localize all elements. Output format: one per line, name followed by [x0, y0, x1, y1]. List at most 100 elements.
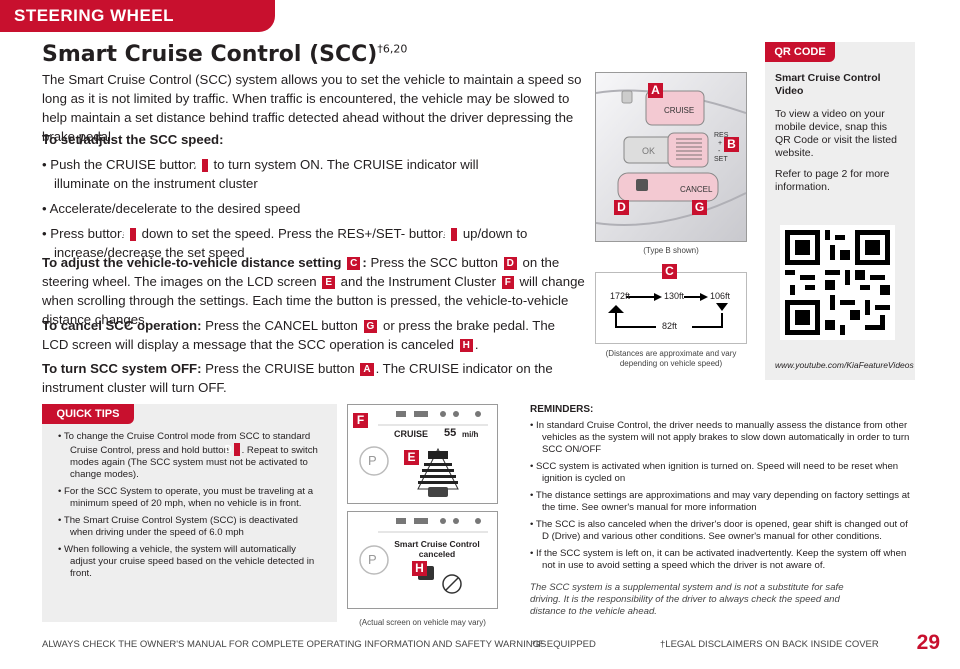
- res-label: RES: [714, 132, 729, 139]
- quick-tips-list: • To change the Cruise Control mode from…: [58, 431, 323, 580]
- reminder-text: The distance settings are approximations…: [535, 490, 910, 513]
- badge-b: B: [121, 228, 136, 241]
- qr-text-1: To view a video on your mobile device, s…: [775, 108, 897, 159]
- intro-paragraph: The Smart Cruise Control (SCC) system al…: [42, 72, 582, 144]
- tip-text: For the SCC System to operate, you must …: [64, 486, 314, 509]
- badge-b-marker: B: [724, 137, 739, 152]
- reminder-item: • The distance settings are approximatio…: [530, 490, 910, 513]
- badge-a: A: [360, 363, 374, 376]
- gear-indicator: P: [368, 552, 377, 567]
- steering-caption: (Type B shown): [643, 246, 699, 255]
- reminders-note: The SCC system is a supplemental system …: [530, 582, 844, 617]
- badge-b: B: [442, 228, 458, 241]
- badge-e: E: [322, 276, 335, 289]
- colon: :: [362, 255, 367, 270]
- distance-172: 172ft: [610, 291, 631, 301]
- distance-106: 106ft: [710, 291, 731, 301]
- distance-caption: (Distances are approximate and vary depe…: [595, 349, 747, 369]
- quick-tip-2: • For the SCC System to operate, you mus…: [58, 486, 314, 509]
- cancel-section: To cancel SCC operation: Press the CANCE…: [42, 316, 562, 354]
- cancel-button-label: CANCEL: [680, 185, 713, 194]
- page-title: Smart Cruise Control (SCC)†6,20: [42, 42, 407, 67]
- tip-text: The Smart Cruise Control System (SCC) is…: [63, 515, 298, 538]
- steering-wheel-image: CRUISE OK RES + - SET CANCEL A B D G: [595, 72, 747, 242]
- cancel-message: Smart Cruise Control canceled: [392, 539, 482, 559]
- ok-button-label: OK: [642, 146, 655, 156]
- quick-tip-4: • When following a vehicle, the system w…: [58, 544, 315, 579]
- text: Press the CRUISE button: [201, 361, 359, 376]
- qr-code-image[interactable]: [780, 225, 895, 340]
- reminder-item: • SCC system is activated when ignition …: [530, 461, 899, 484]
- set-adjust-section: To set/adjust the SCC speed: • Push the …: [42, 130, 587, 262]
- set-speed: 55: [444, 427, 457, 439]
- badge-g-marker: G: [692, 200, 707, 215]
- qr-tab: QR CODE: [765, 42, 835, 62]
- cluster-screen-1: P CRUISE 55 mi/h: [347, 404, 498, 504]
- screens-caption: (Actual screen on vehicle may vary): [359, 618, 486, 627]
- badge-e-marker: E: [404, 450, 419, 465]
- section-header: STEERING WHEEL CONTROLS: [0, 0, 275, 57]
- text: .: [474, 337, 479, 352]
- badge-g: G: [363, 320, 378, 333]
- plus-label: +: [718, 140, 722, 147]
- quick-tip-3: • The Smart Cruise Control System (SCC) …: [58, 515, 298, 538]
- badge-f-marker: F: [353, 413, 368, 428]
- reminder-item: • In standard Cruise Control, the driver…: [530, 420, 910, 455]
- reminders-heading: REMINDERS:: [530, 404, 594, 415]
- text: on the steering wheel. The images on the…: [42, 255, 560, 289]
- steering-wheel-illustration: CRUISE OK RES + - SET CANCEL: [596, 73, 746, 241]
- footer-left: ALWAYS CHECK THE OWNER'S MANUAL FOR COMP…: [42, 639, 547, 650]
- badge-a-marker: A: [648, 83, 663, 98]
- gear-indicator: P: [368, 453, 377, 468]
- badge-a: A: [193, 159, 208, 172]
- bullet-text: down to set the speed. Press the RES+/SE…: [137, 226, 450, 241]
- bullet-text: Push the CRUISE button: [50, 157, 200, 172]
- badge-h-marker: H: [412, 561, 427, 576]
- quick-tips-tab: QUICK TIPS: [42, 404, 134, 424]
- reminder-text: The SCC is also canceled when the driver…: [535, 519, 908, 542]
- text: Press the SCC button: [366, 255, 502, 270]
- page-number: 29: [916, 631, 940, 654]
- message-line: canceled: [418, 549, 456, 559]
- speed-unit: mi/h: [462, 430, 479, 439]
- cruise-button-label: CRUISE: [664, 106, 694, 115]
- message-line: Smart Cruise Control: [394, 539, 480, 549]
- badge-c: C: [347, 257, 361, 270]
- distance-heading: To adjust the vehicle-to-vehicle distanc…: [42, 255, 346, 270]
- set-adjust-bullet-3: • Press button B down to set the speed. …: [42, 226, 528, 260]
- qr-title: Smart Cruise Control Video: [775, 72, 881, 97]
- text: or press the brake pedal. The LCD screen…: [42, 318, 556, 352]
- qr-code-icon: [785, 230, 890, 335]
- set-adjust-bullet-1: • Push the CRUISE button A to turn syste…: [42, 157, 479, 191]
- text: and the Instrument Cluster: [336, 274, 500, 289]
- badge-d: D: [225, 443, 240, 456]
- qr-url-link[interactable]: www.youtube.com/KiaFeatureVideos: [775, 360, 914, 370]
- title-superscript: †6,20: [377, 42, 408, 56]
- caption-line: depending on vehicle speed): [619, 359, 723, 368]
- distance-diagram: 172ft 130ft 106ft 82ft: [595, 272, 747, 344]
- quick-tip-1: • To change the Cruise Control mode from…: [58, 431, 318, 480]
- footer-right: †LEGAL DISCLAIMERS ON BACK INSIDE COVER: [660, 639, 879, 650]
- set-label: SET: [714, 156, 728, 163]
- minus-label: -: [718, 148, 721, 155]
- distance-82: 82ft: [662, 321, 678, 331]
- cluster-screen-2: P Smart Cruise Control canceled: [347, 511, 498, 609]
- reminder-text: In standard Cruise Control, the driver n…: [536, 420, 910, 455]
- distance-section: To adjust the vehicle-to-vehicle distanc…: [42, 253, 587, 329]
- reminder-text: SCC system is activated when ignition is…: [536, 461, 899, 484]
- reminders-section: REMINDERS: • In standard Cruise Control,…: [530, 404, 915, 618]
- bullet-text: up/down to increase/decrease the set spe…: [54, 226, 528, 260]
- tip-text: When following a vehicle, the system wil…: [64, 544, 315, 579]
- text: Press the CANCEL button: [201, 318, 362, 333]
- caption-line: (Distances are approximate and vary: [605, 349, 737, 358]
- badge-d-marker: D: [614, 200, 629, 215]
- turnoff-heading: To turn SCC system OFF:: [42, 361, 202, 376]
- cancel-heading: To cancel SCC operation:: [42, 318, 202, 333]
- reminder-text: If the SCC system is left on, it can be …: [536, 548, 907, 571]
- reminder-item: • If the SCC system is left on, it can b…: [530, 548, 907, 571]
- badge-c-marker: C: [662, 264, 677, 279]
- bullet-text: Press button: [50, 226, 128, 241]
- distance-130: 130ft: [664, 291, 685, 301]
- quick-tips-panel: [42, 404, 337, 622]
- bullet-text: to turn system ON. The CRUISE indicator …: [54, 157, 479, 191]
